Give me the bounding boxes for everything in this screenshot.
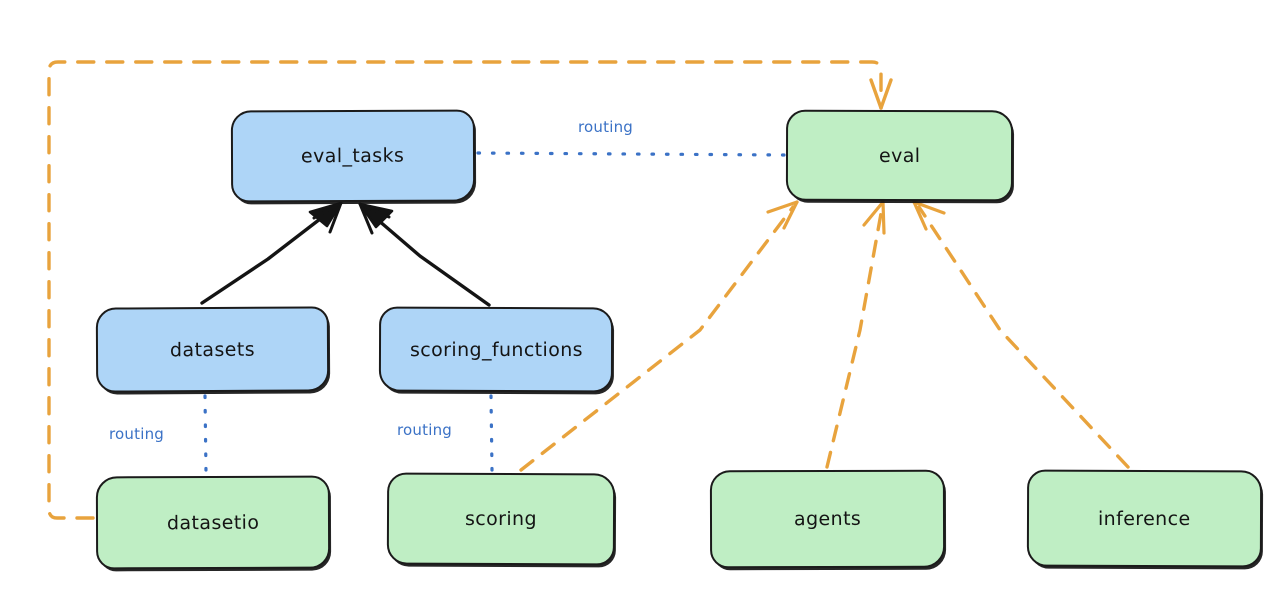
- node-label-eval: eval: [878, 144, 921, 167]
- edge-label-routing-scoring-functions-to-scoring: routing: [397, 421, 452, 439]
- node-label-datasets: datasets: [169, 338, 256, 361]
- edge-scoring-functions-to-eval-tasks: [358, 202, 491, 307]
- edge-datasets-to-eval-tasks: [200, 201, 343, 305]
- edge-datasets-to-datasetio-routing: [203, 394, 208, 475]
- node-label-scoring-functions: scoring_functions: [409, 338, 583, 361]
- node-inference[interactable]: inference: [1026, 469, 1263, 568]
- node-scoring[interactable]: scoring: [386, 472, 616, 566]
- node-label-eval-tasks: eval_tasks: [301, 144, 405, 168]
- edge-label-routing-datasets-to-datasetio: routing: [109, 425, 164, 443]
- node-eval-tasks[interactable]: eval_tasks: [230, 109, 476, 203]
- edge-eval-tasks-to-eval-routing: [476, 151, 786, 157]
- node-datasetio[interactable]: datasetio: [95, 475, 331, 570]
- node-label-scoring: scoring: [465, 508, 537, 530]
- node-label-datasetio: datasetio: [166, 511, 260, 534]
- edge-scoring-functions-to-scoring-routing: [489, 394, 494, 472]
- edge-label-routing-eval-tasks-to-eval: routing: [578, 118, 633, 136]
- node-scoring-functions[interactable]: scoring_functions: [378, 306, 614, 393]
- node-eval[interactable]: eval: [785, 109, 1014, 202]
- node-label-inference: inference: [1098, 507, 1191, 530]
- node-agents[interactable]: agents: [709, 469, 946, 569]
- node-label-agents: agents: [793, 507, 862, 531]
- edge-agents-to-eval: [825, 200, 886, 469]
- node-datasets[interactable]: datasets: [95, 306, 330, 393]
- edge-inference-to-eval: [912, 200, 1130, 469]
